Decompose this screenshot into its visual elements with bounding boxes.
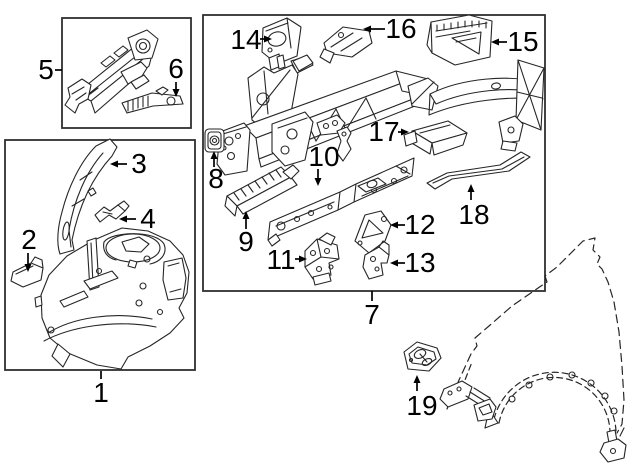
part-10-drawing (267, 157, 415, 247)
callout-16-number: 16 (385, 13, 416, 44)
part-15-drawing (426, 14, 493, 66)
callout-9-number: 9 (238, 226, 254, 257)
callout-1-number: 1 (93, 377, 109, 408)
callout-3-number: 3 (131, 148, 147, 179)
fender-lower-left-clips (439, 380, 497, 422)
inset-box-5-6-border (61, 17, 192, 129)
callout-18-number: 18 (458, 199, 489, 230)
callout-11: 11 (266, 244, 307, 275)
part-19-drawing (403, 341, 442, 372)
part-4-drawing (94, 200, 130, 223)
callout-10: 10 (308, 141, 340, 186)
callout-12-number: 12 (404, 209, 435, 240)
main-box-7 (202, 14, 546, 292)
callout-16: 16 (363, 13, 417, 44)
callout-7-number: 7 (364, 299, 380, 330)
callout-2-number: 2 (21, 224, 37, 255)
callout-1: 1 (93, 371, 109, 408)
part-16-drawing (319, 26, 373, 64)
part-3-drawing (57, 138, 118, 255)
callout-10-number: 10 (308, 141, 339, 172)
callout-19: 19 (406, 375, 438, 421)
wheel-arch-inner (498, 376, 611, 433)
callout-17: 17 (368, 116, 409, 147)
part-17-drawing (403, 120, 468, 156)
main-box-7-border (202, 14, 546, 292)
callouts: 1 2 3 4 5 6 7 (21, 13, 538, 421)
callout-2: 2 (21, 224, 37, 272)
callout-7: 7 (364, 291, 380, 330)
callout-18: 18 (458, 184, 490, 230)
callout-15-number: 15 (507, 26, 538, 57)
rail-assembly-drawing (216, 54, 545, 176)
callout-13: 13 (390, 247, 436, 278)
wheel-arch-clips (508, 371, 618, 415)
inset-box-5-6 (61, 17, 192, 129)
part-11-drawing (304, 232, 340, 286)
callout-14-number: 14 (230, 24, 261, 55)
callout-8-number: 8 (208, 163, 224, 194)
callout-4: 4 (119, 203, 156, 234)
callout-8: 8 (208, 151, 224, 194)
part-5-drawing (64, 29, 159, 114)
callout-9: 9 (238, 211, 254, 257)
part-1-drawing (34, 227, 190, 370)
part-8-drawing (204, 128, 225, 153)
callout-17-number: 17 (368, 116, 399, 147)
callout-5: 5 (38, 54, 62, 85)
callout-4-number: 4 (140, 203, 156, 234)
callout-5-number: 5 (38, 54, 54, 85)
fender-lower-right-clip (599, 427, 627, 463)
callout-19-number: 19 (406, 390, 437, 421)
inset-box-1-4 (4, 138, 196, 371)
wheel-arch-outer (493, 371, 617, 432)
callout-6: 6 (168, 53, 184, 97)
callout-3: 3 (110, 148, 147, 179)
callout-15: 15 (491, 26, 539, 57)
bracket-right-of-17-drawing (498, 115, 524, 152)
callout-14: 14 (230, 24, 272, 55)
callout-12: 12 (390, 209, 436, 240)
part-18-drawing (426, 151, 531, 190)
part-6-drawing (121, 86, 184, 114)
callout-13-number: 13 (404, 247, 435, 278)
inset-box-1-4-border (4, 139, 196, 371)
callout-11-number: 11 (266, 244, 295, 275)
part-2-drawing (10, 256, 44, 288)
part-9-drawing (224, 164, 300, 217)
part-13-drawing (362, 240, 390, 280)
callout-6-number: 6 (168, 53, 184, 84)
part-12-drawing (354, 210, 392, 254)
fender-reference-outline (439, 237, 627, 463)
